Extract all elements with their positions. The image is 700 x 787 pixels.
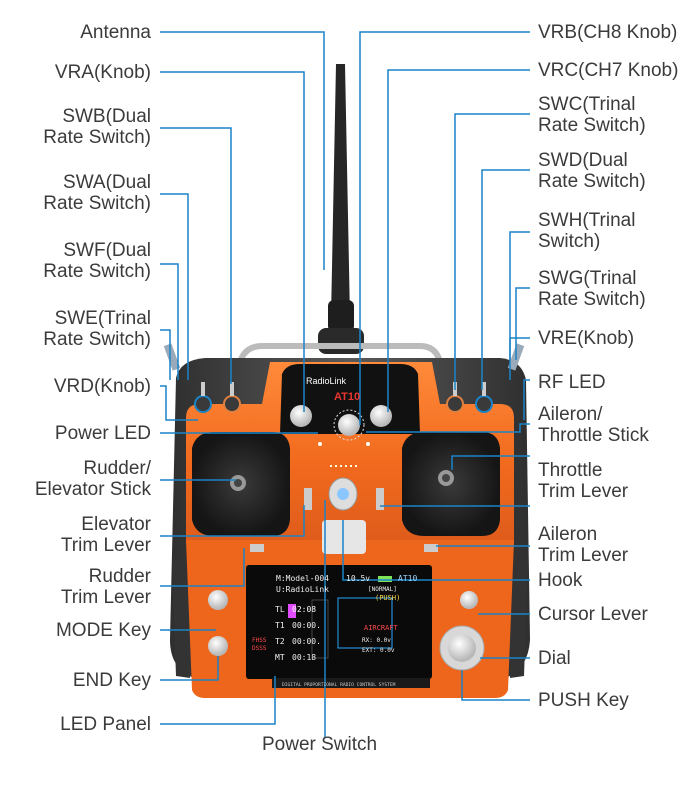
timer-t1-name: T1 [275, 621, 285, 630]
label-vrd: VRD(Knob) [53, 376, 151, 397]
screen-dsss: DSSS [252, 645, 267, 652]
right-gimbal [402, 432, 500, 536]
screen-push-hint: (PUSH) [375, 594, 400, 602]
left-gimbal [192, 432, 290, 536]
label-cursor-lever: Cursor Lever [538, 604, 648, 625]
timer-mt-name: MT [275, 653, 285, 662]
screen-rx: RX: 0.0v [362, 637, 391, 644]
end-key [208, 636, 228, 656]
leader-lines [160, 31, 530, 738]
vrb-knob [338, 414, 360, 436]
vrd-knob [194, 395, 212, 413]
rudder-trim [250, 544, 264, 552]
label-aileron-throttle-stick: Aileron/Throttle Stick [538, 404, 649, 446]
label-hook: Hook [538, 570, 583, 591]
label-led-panel: LED Panel [60, 714, 151, 735]
label-vra: VRA(Knob) [54, 62, 151, 83]
screen-ext: EXT: 0.0v [362, 647, 395, 654]
label-rf-led: RF LED [538, 372, 606, 393]
label-power-led: Power LED [54, 423, 151, 444]
handle [237, 343, 443, 364]
hook-plate [322, 520, 366, 554]
model-badge: AT10 [334, 391, 360, 403]
swd-switch [446, 395, 464, 413]
screen-aircraft: AIRCRAFT [364, 624, 399, 632]
brand-logo: RadioLink [306, 376, 347, 386]
label-push-key: PUSH Key [538, 690, 629, 711]
label-vre: VRE(Knob) [538, 328, 635, 349]
swe-lever [201, 382, 205, 396]
label-rudder-elevator-stick: Rudder/Elevator Stick [34, 458, 151, 500]
screen-model-tag: AT10 [398, 574, 417, 583]
label-dial: Dial [538, 648, 571, 669]
timer-t2-name: T2 [275, 637, 285, 646]
screen-fhss: FHSS [252, 637, 267, 644]
vrc-knob [370, 405, 392, 427]
antenna [318, 64, 364, 354]
mode-key [208, 590, 228, 610]
throttle-trim [376, 488, 384, 510]
label-power-switch: Power Switch [262, 734, 378, 755]
label-end-key: END Key [72, 670, 151, 691]
screen-caption: DIGITAL PROPORTIONAL RADIO CONTROL SYSTE… [282, 682, 396, 688]
timer-t1-value: 00:00. [292, 621, 321, 630]
swg-switch [475, 395, 493, 413]
label-vrb: VRB(CH8 Knob) [538, 22, 678, 43]
label-antenna: Antenna [80, 22, 151, 43]
screen-mode-tag: [NORMAL] [368, 586, 397, 593]
label-mode-key: MODE Key [55, 620, 151, 641]
timer-tl-value: 02:08 [292, 605, 316, 614]
timer-tl-name: TL [275, 605, 285, 614]
swa-switch [223, 395, 241, 413]
timer-mt-value: 00:18 [292, 653, 316, 662]
screen-model-line: M:Model-004 [276, 574, 329, 583]
screen-voltage: 10.5v [346, 574, 370, 583]
elevator-trim [304, 488, 312, 510]
timer-t2-value: 00:00. [292, 637, 321, 646]
cursor-lever [460, 591, 478, 609]
swh-lever [482, 382, 486, 396]
vra-knob [290, 405, 312, 427]
led-panel-screen [246, 565, 432, 679]
label-vrc: VRC(CH7 Knob) [538, 60, 679, 81]
swb-lever [230, 382, 234, 396]
aileron-trim [424, 544, 438, 552]
screen-user-line: U:RadioLink [276, 585, 329, 594]
